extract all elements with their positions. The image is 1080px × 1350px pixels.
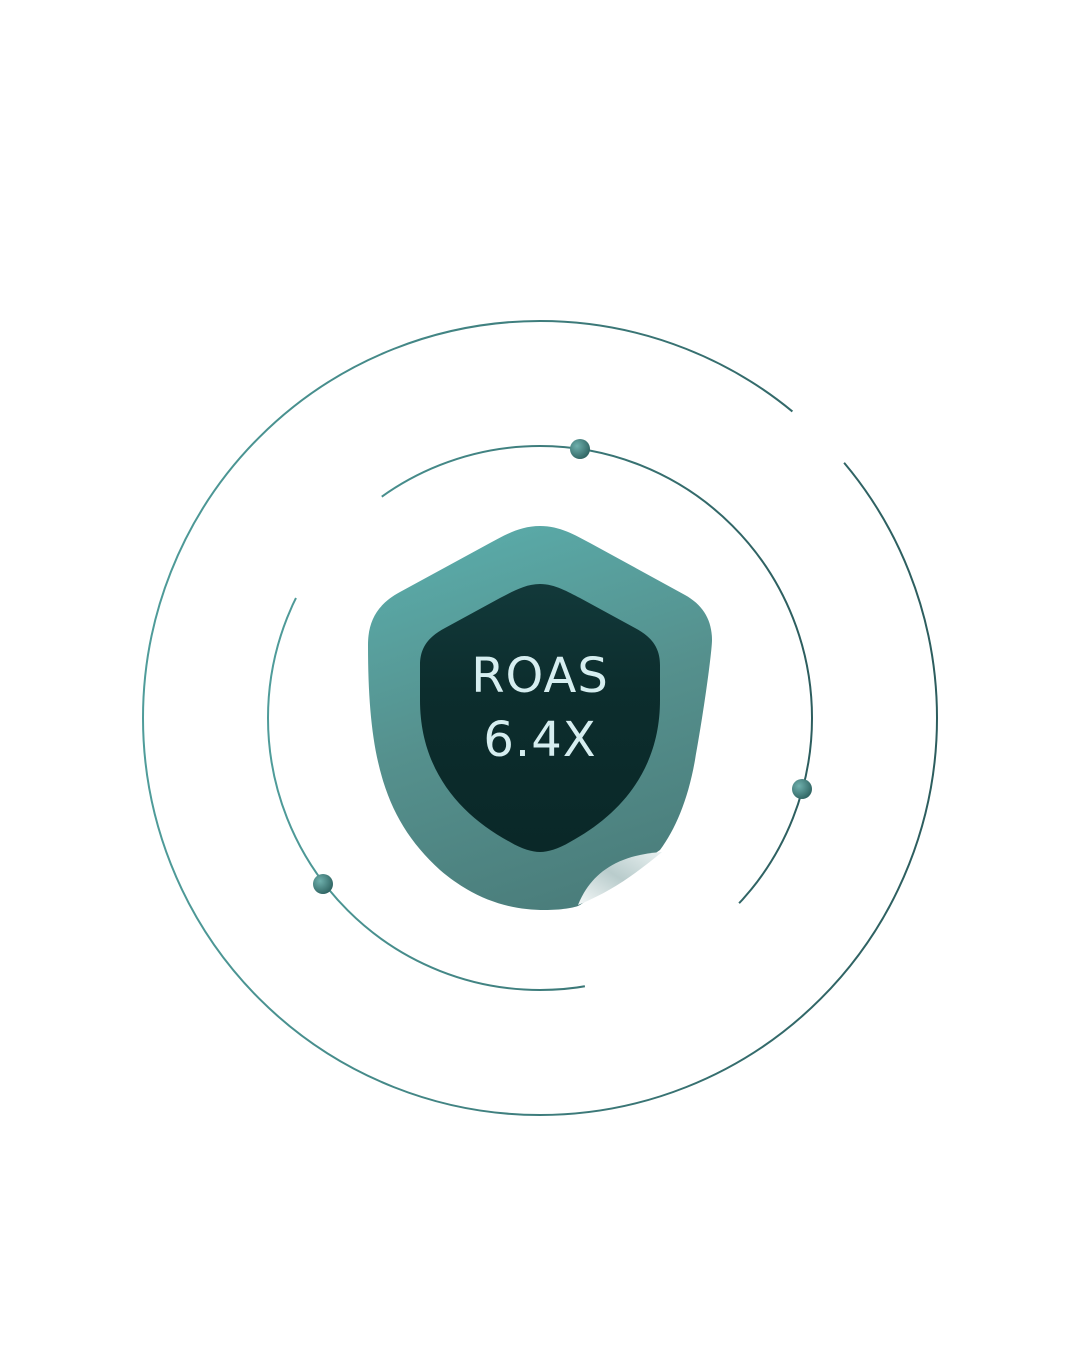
shield-icon — [368, 526, 712, 910]
orbit-dot — [313, 874, 333, 894]
orbit-dot — [570, 439, 590, 459]
badge-label: ROAS — [471, 648, 609, 704]
inner-orbit-ring — [267, 445, 813, 991]
outer-ring-gap — [790, 409, 848, 464]
peel-corner — [578, 852, 662, 905]
orbit-dot — [792, 779, 812, 799]
outer-orbit-ring — [142, 320, 938, 1116]
inner-ring-gap — [293, 494, 384, 600]
inner-ring-gap — [584, 901, 743, 990]
badge-value: 6.4X — [483, 712, 597, 768]
